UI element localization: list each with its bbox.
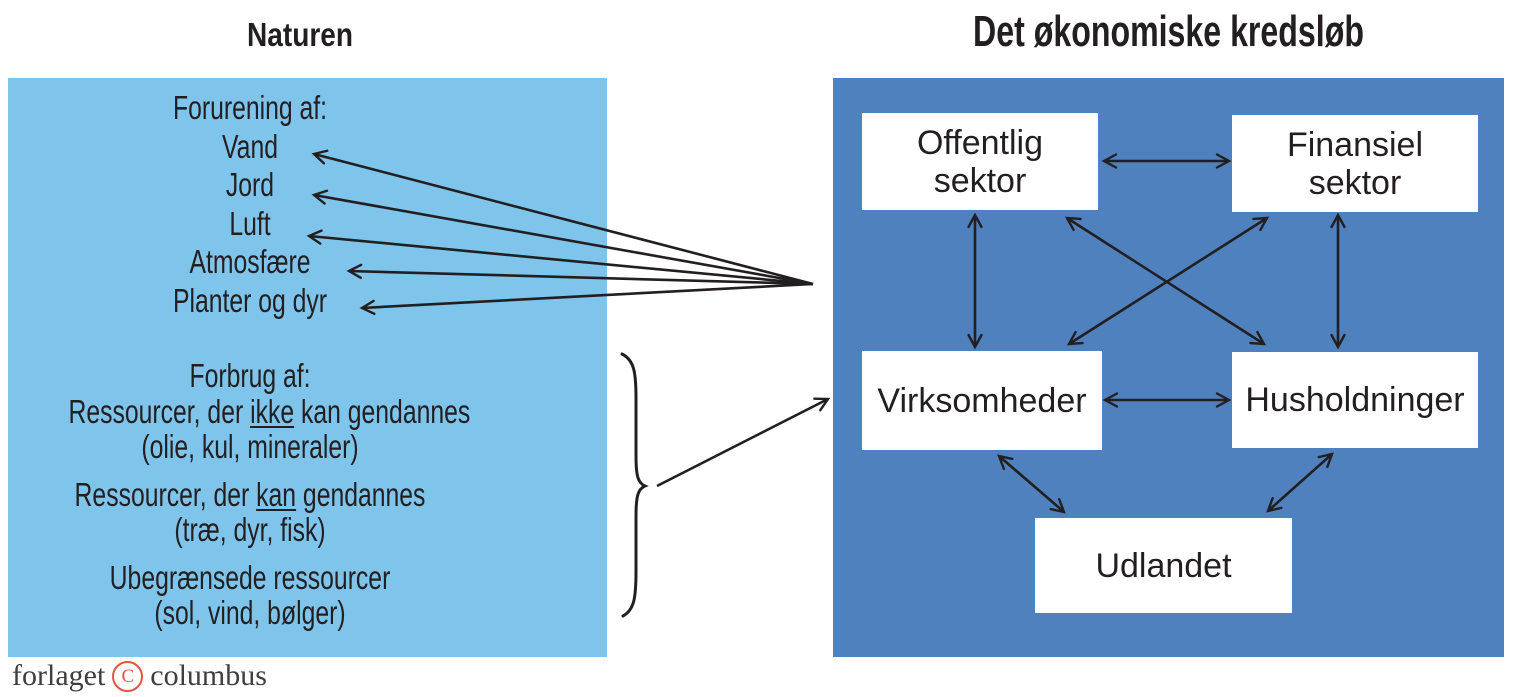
consumption-detail: (sol, vind, bølger) xyxy=(154,594,346,631)
pollution-heading: Forurening af: xyxy=(172,89,328,126)
left-panel-title: Naturen xyxy=(247,16,353,53)
pollution-item-planter-og-dyr: Planter og dyr xyxy=(172,281,328,319)
pollution-item-jord: Jord xyxy=(225,166,275,203)
pollution-list: Forurening af: Vand Jord Luft Atmosfære … xyxy=(69,89,432,320)
pollution-item-luft: Luft xyxy=(229,204,271,242)
node-label: Virksomheder xyxy=(877,381,1087,420)
node-offentlig-sektor: Offentlig sektor xyxy=(862,113,1098,210)
underlined-word: ikke xyxy=(250,392,295,430)
node-label: Udlandet xyxy=(1095,546,1232,585)
consumption-list: Forbrug af: Ressourcer, der ikke kan gen… xyxy=(68,357,471,631)
publisher-logo: forlaget C columbus xyxy=(12,658,267,694)
node-virksomheder: Virksomheder xyxy=(862,351,1102,450)
node-finansiel-sektor: Finansiel sektor xyxy=(1232,115,1478,212)
consumption-item: Ubegrænsede ressourcer xyxy=(109,558,391,596)
pollution-item-vand: Vand xyxy=(222,127,278,165)
consumption-brace xyxy=(620,352,649,618)
node-label: Offentlig xyxy=(916,123,1043,162)
underlined-word: kan xyxy=(256,475,297,513)
consumption-item: Ressourcer, der ikke kan gendannes xyxy=(68,392,471,430)
copyright-c-icon: C xyxy=(112,660,144,692)
node-label: Husholdninger xyxy=(1245,381,1465,419)
node-udlandet: Udlandet xyxy=(1035,518,1292,613)
node-label: Finansiel xyxy=(1286,125,1424,164)
arrow-consumption-to-circuit xyxy=(656,397,831,488)
node-label: sektor xyxy=(1308,163,1402,202)
consumption-group-renewable: Ressourcer, der kan gendannes (træ, dyr,… xyxy=(69,475,432,548)
node-label: sektor xyxy=(933,161,1027,200)
consumption-detail: (træ, dyr, fisk) xyxy=(174,511,326,548)
logo-word-forlaget: forlaget xyxy=(12,659,106,692)
consumption-detail: (olie, kul, mineraler) xyxy=(141,428,359,465)
right-panel-title: Det økonomiske kredsløb xyxy=(973,7,1364,56)
node-husholdninger: Husholdninger xyxy=(1232,352,1478,448)
logo-word-columbus: columbus xyxy=(150,659,267,692)
consumption-group-nonrenewable: Ressourcer, der ikke kan gendannes (olie… xyxy=(68,392,471,465)
pollution-item-atmosfaere: Atmosfære xyxy=(189,243,311,280)
consumption-group-unlimited: Ubegrænsede ressourcer (sol, vind, bølge… xyxy=(69,558,432,631)
consumption-item: Ressourcer, der kan gendannes xyxy=(74,475,426,513)
consumption-heading: Forbrug af: xyxy=(189,357,311,394)
